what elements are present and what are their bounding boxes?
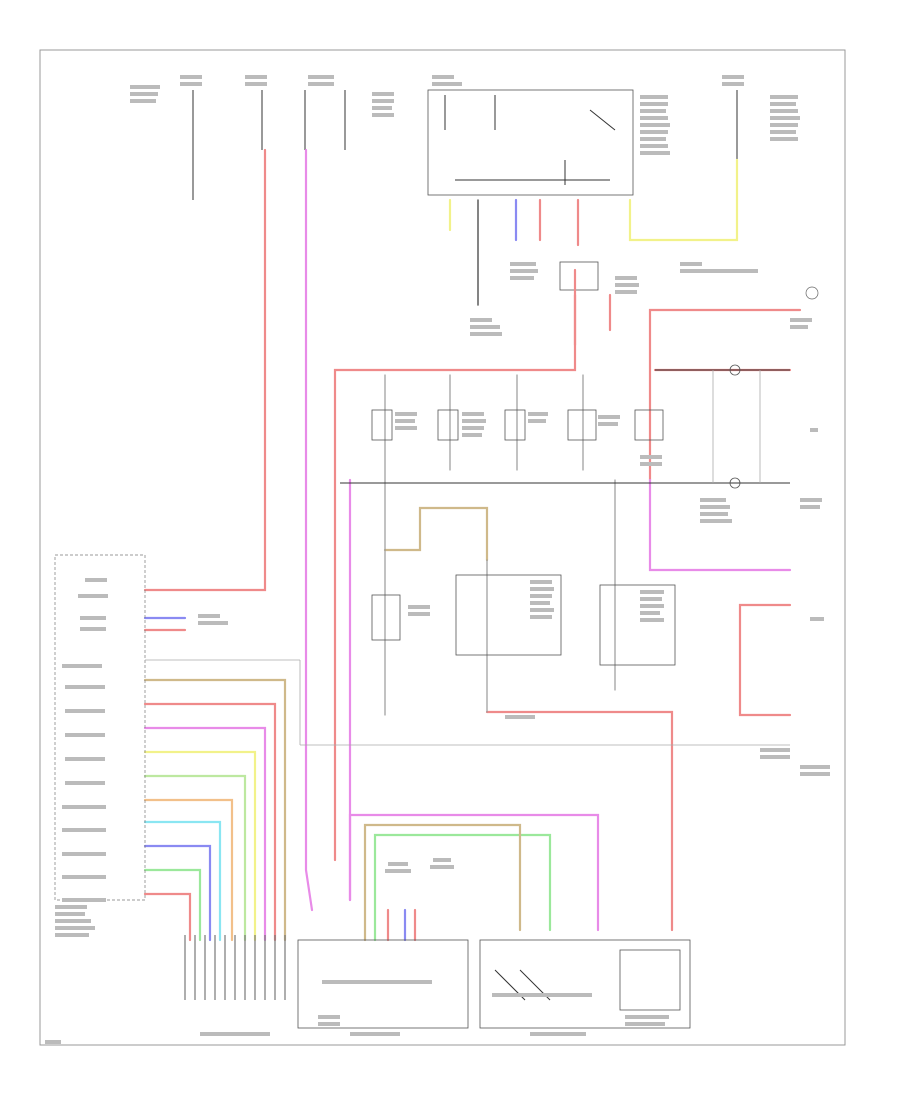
top-fuse-group: [130, 75, 800, 291]
wire-pink-main: [304, 148, 314, 912]
wire-tan-loop: [363, 823, 522, 942]
wire-pink-left: [143, 726, 267, 942]
wire-lightgreen-left: [143, 774, 247, 942]
wire-red-right: [648, 308, 802, 482]
wire-red-left: [143, 702, 277, 942]
wire-red-bottom: [485, 710, 674, 932]
wire-red-center: [333, 268, 577, 862]
component-group: [340, 262, 830, 776]
wire-orange-left: [143, 798, 234, 942]
wire-red-battery: [143, 148, 267, 592]
bottom-connectors: [45, 858, 691, 1044]
wire-yellow-top: [628, 158, 739, 242]
wire-tan: [383, 506, 489, 562]
wire-tan-left: [143, 678, 287, 942]
diagram-frame: [39, 49, 846, 1046]
wire-pink-loop: [348, 813, 600, 932]
wire-green-left: [143, 868, 202, 942]
wire-group: [143, 148, 802, 942]
wire-red-left-2: [143, 892, 192, 942]
wire-green-loop: [373, 833, 552, 942]
wire-yellow-left: [143, 750, 257, 942]
wire-blue-left: [143, 844, 212, 942]
left-connector: [54, 554, 790, 937]
wire-red-loop: [738, 603, 792, 717]
wire-cyan-left: [143, 820, 222, 942]
